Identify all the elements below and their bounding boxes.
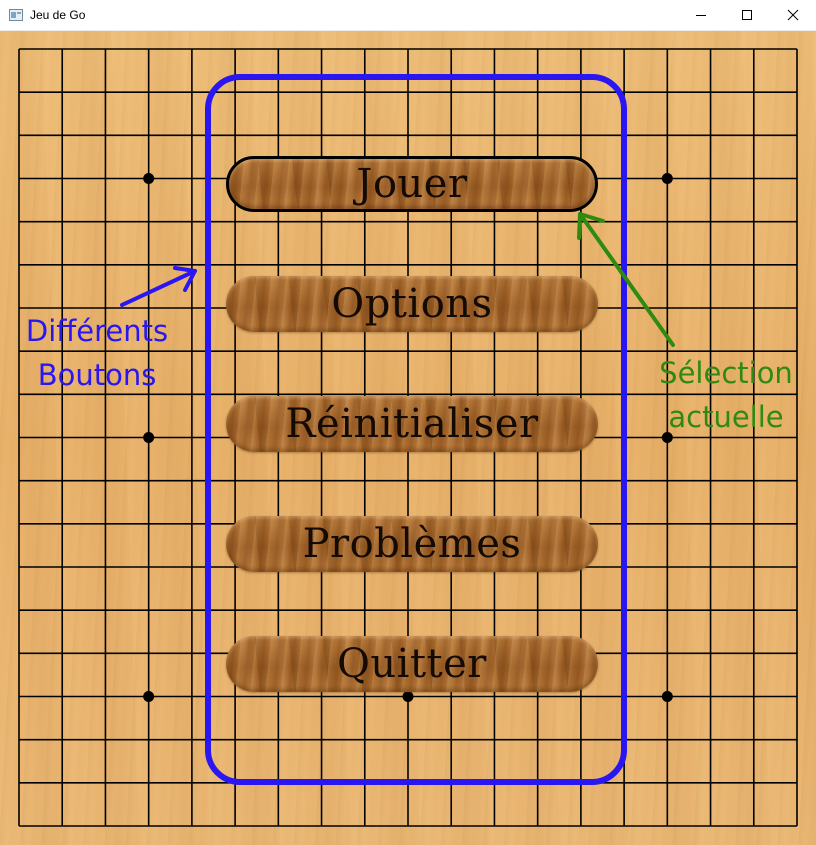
menu-button-label: Options — [331, 281, 493, 327]
annotation-selection: Sélection actuelle — [646, 351, 806, 439]
annotation-selection-line1: Sélection — [659, 356, 793, 390]
close-icon — [787, 9, 799, 21]
star-point — [143, 691, 155, 702]
star-point — [661, 173, 673, 184]
menu-button-quitter[interactable]: Quitter — [226, 636, 598, 692]
menu-button-reinitialiser[interactable]: Réinitialiser — [226, 396, 598, 452]
star-point — [143, 432, 155, 443]
annotation-selection-line2: actuelle — [668, 400, 784, 434]
star-point — [661, 432, 673, 443]
star-point — [143, 173, 155, 184]
maximize-button[interactable] — [724, 0, 770, 30]
menu-button-problemes[interactable]: Problèmes — [226, 516, 598, 572]
window-titlebar[interactable]: Jeu de Go — [0, 0, 816, 31]
minimize-button[interactable] — [678, 0, 724, 30]
minimize-icon — [696, 15, 706, 16]
annotation-buttons-line1: Différents — [25, 314, 169, 348]
annotation-buttons-line2: Boutons — [37, 358, 157, 392]
menu-button-label: Problèmes — [302, 521, 522, 567]
star-point — [402, 691, 414, 702]
maximize-icon — [742, 10, 752, 20]
annotation-buttons: Différents Boutons — [14, 309, 180, 397]
menu-button-label: Réinitialiser — [285, 401, 539, 447]
app-icon — [9, 9, 23, 21]
menu-button-label: Jouer — [356, 161, 468, 207]
menu-button-options[interactable]: Options — [226, 276, 598, 332]
star-point — [661, 691, 673, 702]
menu-button-jouer[interactable]: Jouer — [226, 156, 598, 212]
close-button[interactable] — [770, 0, 816, 30]
window-title: Jeu de Go — [30, 8, 86, 22]
menu-button-label: Quitter — [337, 641, 487, 687]
